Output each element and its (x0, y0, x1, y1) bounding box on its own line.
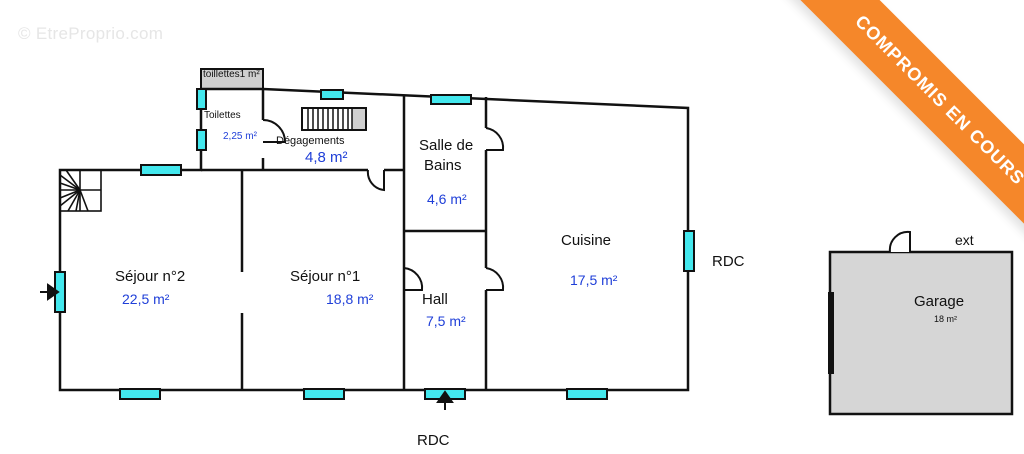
room-label-sejour1: Séjour n°1 (290, 268, 361, 285)
room-area-toilettes: 2,25 m² (223, 131, 257, 142)
level-label-right: RDC (712, 253, 745, 270)
room-label-toilettes: Toilettes (204, 110, 241, 121)
room-area-sdb: 4,6 m² (427, 191, 467, 207)
room-label-sejour2: Séjour n°2 (115, 268, 186, 285)
room-label-toillettes-small: toillettes1 m² (203, 69, 260, 80)
room-label-sdb-line1: Salle de (419, 137, 474, 154)
room-area-hall: 7,5 m² (426, 313, 466, 329)
room-label-degagements: Dégagements (276, 135, 345, 147)
room-area-degagements: 4,8 m² (305, 149, 348, 166)
room-label-hall: Hall (422, 291, 448, 308)
level-label-bottom: RDC (417, 432, 450, 449)
room-area-garage: 18 m² (934, 314, 958, 324)
room-area-cuisine: 17,5 m² (570, 272, 618, 288)
room-area-sejour2: 22,5 m² (122, 291, 170, 307)
room-label-cuisine: Cuisine (561, 232, 612, 249)
watermark: © EtreProprio.com (18, 24, 164, 43)
room-label-garage: Garage (914, 293, 965, 310)
room-label-sdb-line2: Bains (424, 157, 462, 174)
ext-label: ext (955, 232, 974, 248)
room-area-sejour1: 18,8 m² (326, 291, 374, 307)
